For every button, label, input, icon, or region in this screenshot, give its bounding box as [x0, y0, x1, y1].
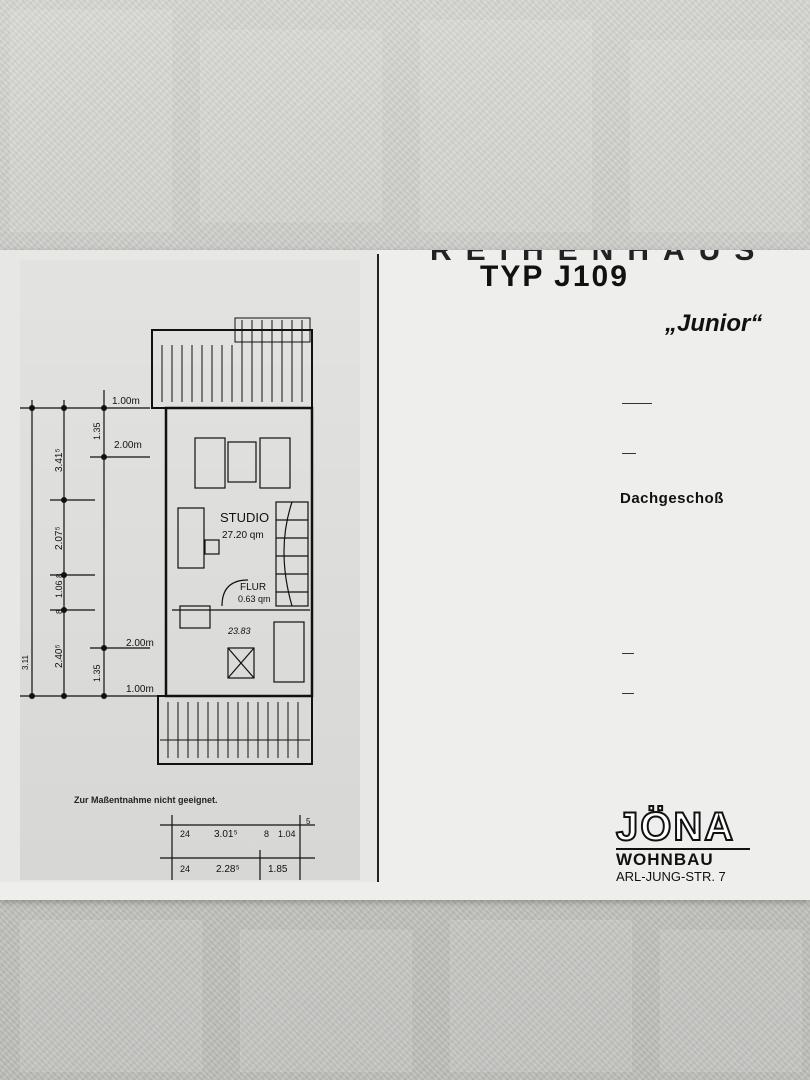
dim-label: 2.00m — [126, 638, 154, 649]
dim-label: 2.00m — [114, 440, 142, 451]
roof-window — [227, 647, 255, 679]
room-area-flur: 0.63 qm — [238, 594, 271, 604]
furniture-seat — [259, 437, 291, 489]
bottom-balcony — [157, 695, 313, 765]
floor-label: Dachgeschoß — [620, 490, 724, 507]
model-name: „Junior“ — [665, 310, 763, 337]
dim-label: 1.04 — [278, 829, 296, 839]
dimension-lines — [20, 390, 315, 880]
vertical-divider — [377, 254, 379, 882]
dim-label: 1.85 — [268, 864, 288, 875]
room-label-flur: FLUR — [240, 582, 266, 593]
disclaimer-text: Zur Maßentnahme nicht geeignet. — [74, 795, 218, 805]
margin-tick — [622, 693, 634, 694]
furniture-table — [227, 441, 257, 483]
pencil-note: 23.83 — [227, 626, 251, 636]
dim-label: 8 — [264, 829, 269, 839]
dim-label: 1.00m — [126, 684, 154, 695]
dim-label: 3.11 — [21, 654, 30, 670]
dim-label: 1.00m — [112, 396, 140, 407]
logo-address: ARL-JUNG-STR. 7 — [616, 869, 726, 884]
dim-label: 1.35 — [92, 664, 102, 682]
room-area-studio: 27.20 qm — [222, 530, 264, 541]
dim-label: 2.40⁵ — [54, 644, 65, 668]
dim-label: 2.28⁵ — [216, 864, 240, 875]
staircase — [275, 501, 309, 607]
logo-subtitle: WOHNBAU — [616, 850, 714, 869]
dim-label: 8 — [55, 573, 64, 578]
dim-label: 5 — [306, 817, 311, 826]
logo-name: JÖNA — [615, 804, 736, 850]
furniture-seat — [194, 437, 226, 489]
room-label-studio: STUDIO — [220, 510, 269, 525]
margin-tick — [622, 403, 652, 404]
type-heading: TYP J109 — [480, 260, 629, 293]
furniture-cabinet — [177, 507, 205, 569]
margin-tick — [622, 653, 634, 654]
furniture-chair — [204, 539, 220, 555]
plan-panel — [0, 250, 378, 882]
kitchen-unit — [179, 605, 211, 629]
dim-label: 24 — [180, 864, 190, 874]
dim-label: 2.07⁵ — [54, 526, 65, 550]
door-swing — [221, 579, 249, 607]
top-balcony-hatch — [161, 317, 311, 402]
dim-label: 1.06 — [54, 580, 64, 598]
dim-label: 24 — [180, 829, 190, 839]
dim-label: 3.41⁵ — [54, 448, 65, 472]
dim-label: 8 — [55, 609, 64, 614]
paper-sheet: REIHENHAUS TYP J109 „Junior“ Dachgeschoß… — [0, 250, 810, 900]
furniture-bed — [273, 621, 305, 683]
floor-plan-drawing: STUDIO 27.20 qm FLUR 0.63 qm 23.83 1.00m… — [20, 317, 315, 880]
cut-off-heading: REIHENHAUS — [430, 234, 769, 267]
company-logo: JÖNA WOHNBAU ARL-JUNG-STR. 7 — [612, 795, 810, 885]
dim-label: 1.35 — [92, 422, 102, 440]
dim-label: 3.01⁵ — [214, 829, 238, 840]
margin-tick — [622, 453, 636, 454]
